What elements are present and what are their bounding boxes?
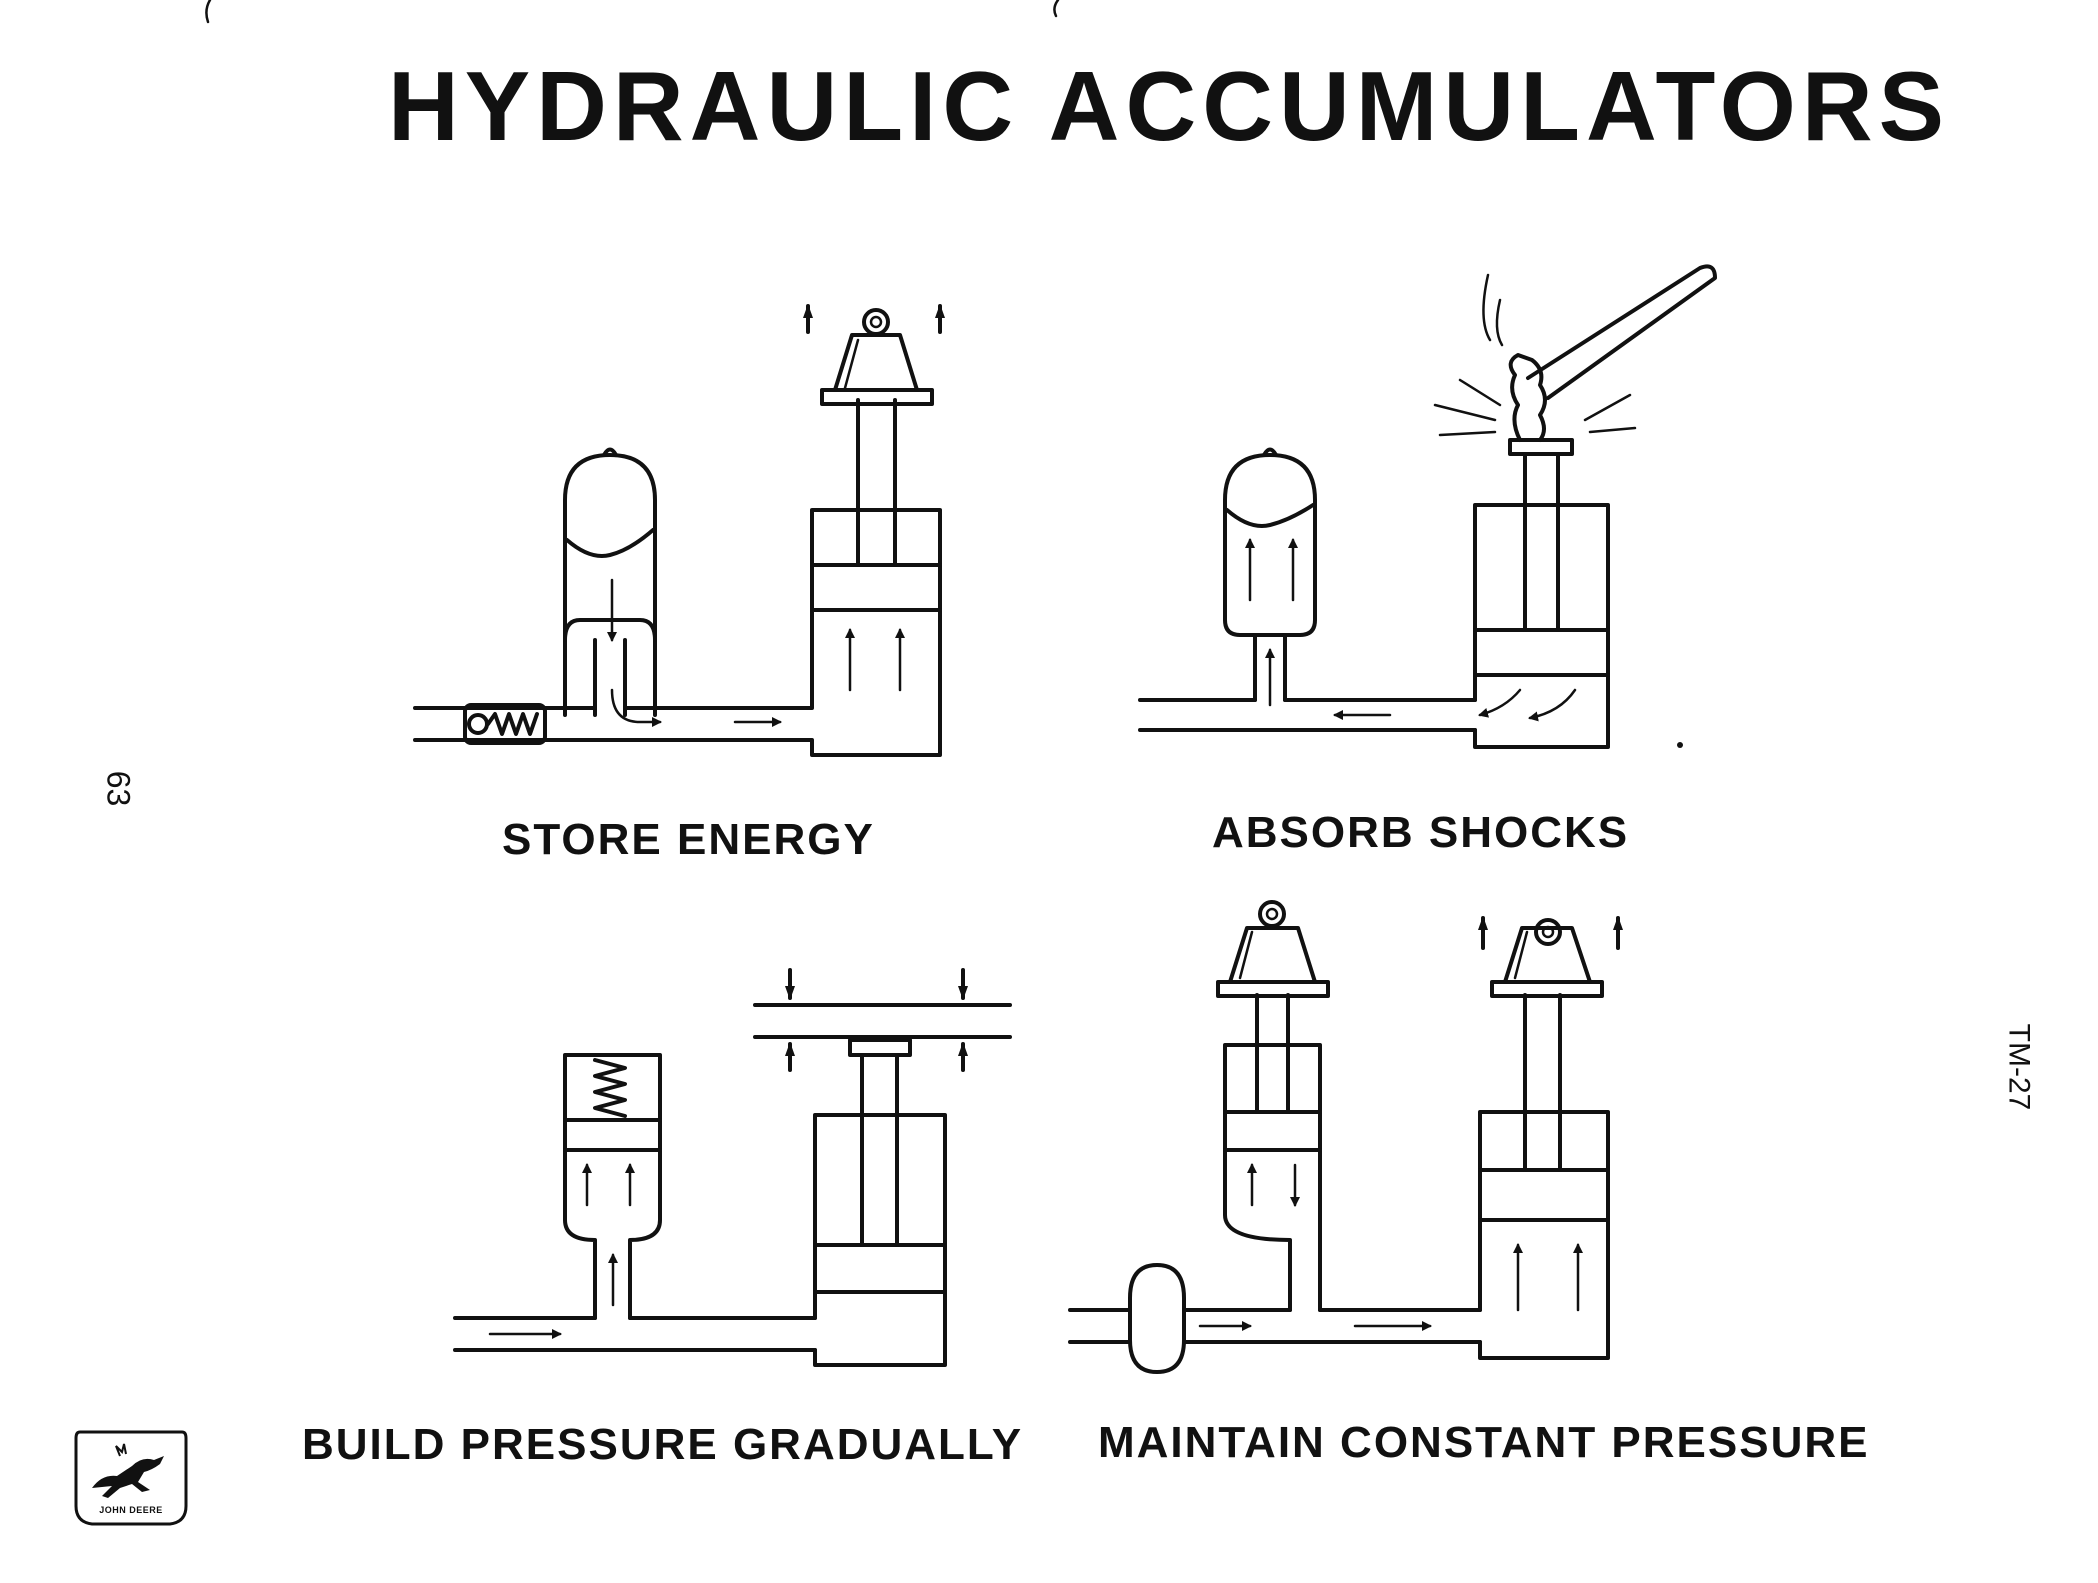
maintain-pressure-diagram [1068, 900, 1623, 1374]
load-weight-icon [820, 308, 934, 406]
scan-dot [1677, 742, 1683, 748]
hydraulic-cylinder-icon [1473, 453, 1610, 749]
hydraulic-cylinder-icon [813, 1038, 947, 1367]
build-pressure-diagram [453, 968, 1012, 1367]
spring-accumulator-icon [563, 1053, 662, 1320]
caption-absorb-shocks: ABSORB SHOCKS [1212, 808, 1630, 857]
scan-mark [205, 0, 212, 24]
john-deere-logo-icon [74, 1430, 188, 1526]
document-code: TM-27 [2002, 1023, 2036, 1111]
hydraulic-cylinder-icon [810, 398, 942, 692]
caption-store-energy: STORE ENERGY [502, 815, 875, 864]
caption-maintain-pressure: MAINTAIN CONSTANT PRESSURE [1098, 1418, 1870, 1467]
bladder-accumulator-icon [563, 447, 657, 717]
hammer-icon [1433, 264, 1717, 456]
logo-text: JOHN DEERE [99, 1505, 163, 1515]
bladder-accumulator-icon [1223, 447, 1317, 707]
scan-mark [1053, 0, 1060, 18]
absorb-shocks-diagram [1138, 264, 1717, 749]
store-energy-diagram [413, 304, 945, 757]
pump-icon [1128, 1263, 1186, 1374]
check-valve-icon [463, 703, 547, 745]
page-number: 63 [100, 770, 137, 807]
page-title: HYDRAULIC ACCUMULATORS [388, 51, 1950, 161]
piston-accumulator-icon [1216, 900, 1330, 1312]
caption-build-pressure: BUILD PRESSURE GRADUALLY [302, 1420, 1024, 1469]
press-plates-icon [753, 968, 1012, 1072]
hydraulic-cylinder-icon [1478, 918, 1610, 1360]
